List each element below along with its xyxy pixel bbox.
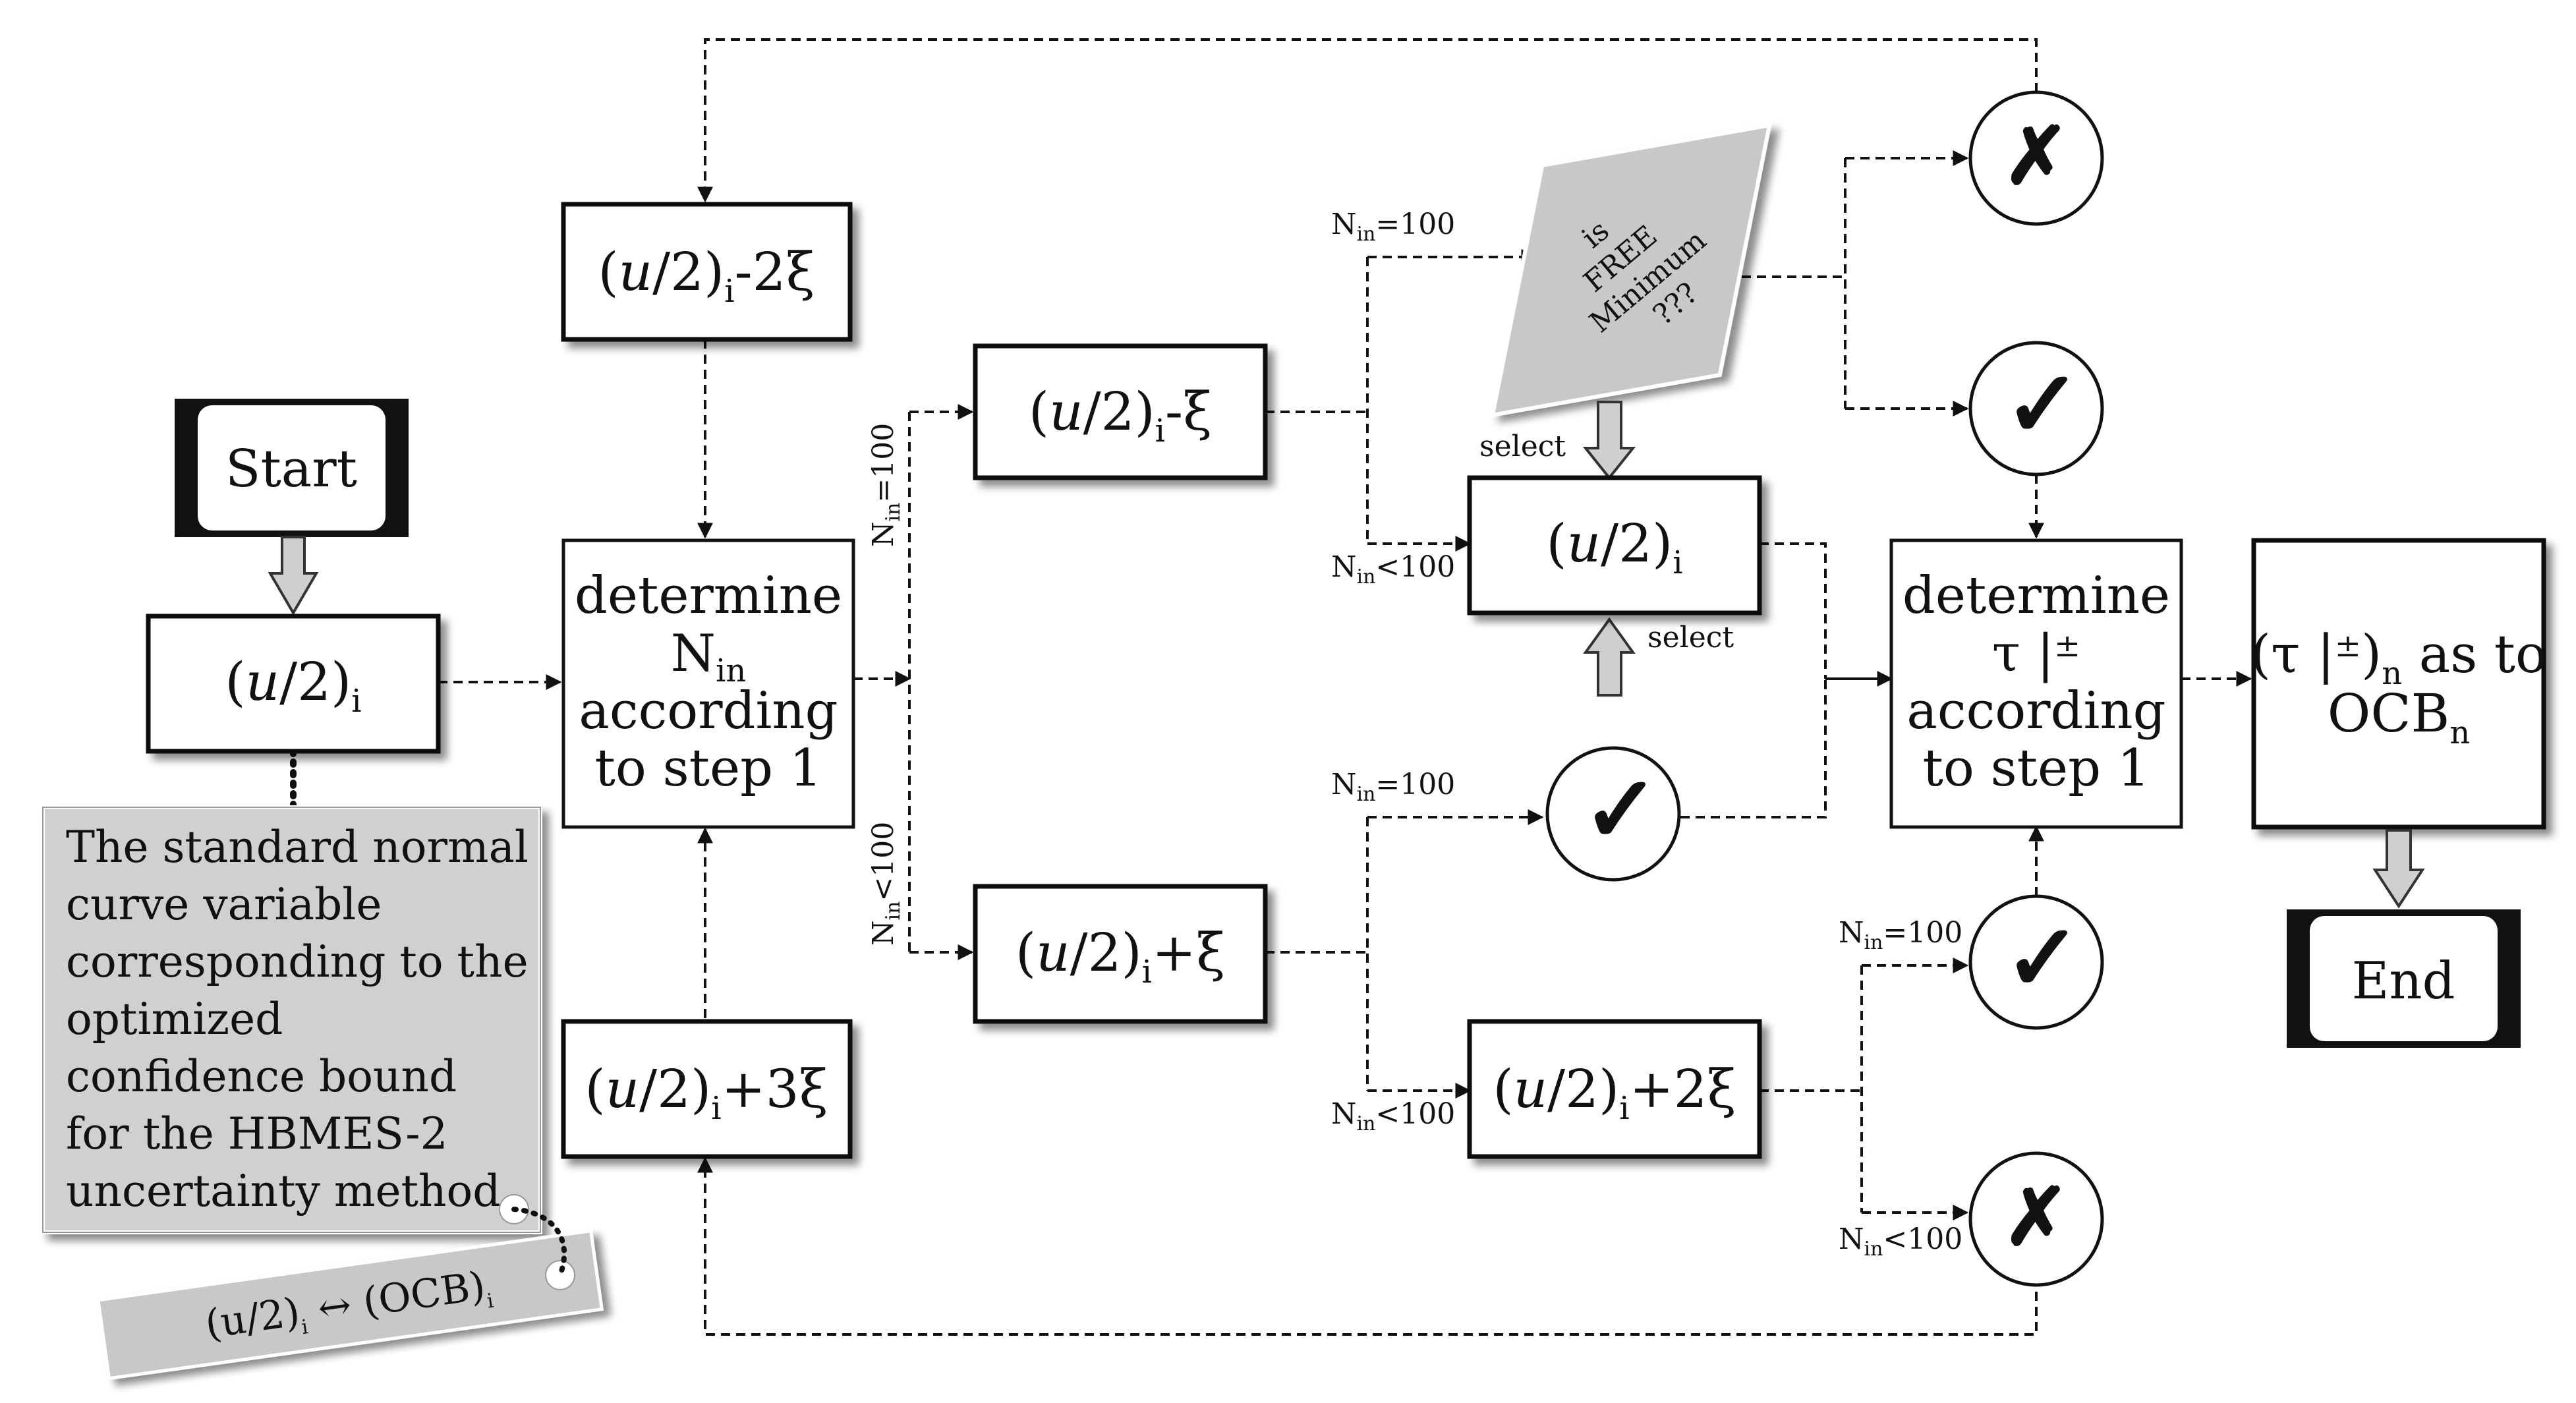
determine-nin-box[interactable]: determine Nin according to step 1	[561, 538, 855, 829]
determine-nin-line2: Nin	[671, 624, 747, 689]
determine-tau-line4: to step 1	[1923, 739, 2150, 798]
cond-plus-xi-eq: Nin=100	[1331, 768, 1455, 806]
cross-bottom: ✗	[1968, 1151, 2104, 1287]
decision-free-minimum[interactable]: is FREE Minimum ???	[1451, 123, 1810, 418]
box-plus-xi-label: (u/2)i+ξ	[1016, 922, 1225, 990]
determine-tau-line3: according	[1906, 681, 2165, 741]
pin-dot-2	[545, 1260, 575, 1290]
box-plus-3xi-label: (u/2)i+3ξ	[585, 1058, 828, 1127]
determine-tau-line2: τ |±	[1992, 624, 2080, 683]
note-line-6: for the HBMES-2	[66, 1108, 448, 1159]
u2-initial-label: (u/2)i	[225, 651, 361, 720]
u2-initial-box[interactable]: (u/2)i	[146, 614, 441, 754]
cross-top-icon: ✗	[2003, 109, 2070, 202]
cond-minus-xi-lt: Nin<100	[1331, 550, 1455, 588]
cond-split-bottom: Nin<100	[867, 822, 905, 946]
check-top-icon: ✓	[2004, 351, 2081, 459]
start-down-arrow	[268, 536, 319, 616]
determine-tau-box[interactable]: determine τ |± according to step 1	[1889, 538, 2183, 829]
cross-top: ✗	[1968, 90, 2104, 226]
check-bottom: ✓	[1968, 894, 2104, 1030]
note-box: The standard normal curve variable corre…	[41, 805, 542, 1234]
mapping-label: (u/2)i ↔ (OCB)i	[96, 1228, 604, 1381]
end-label: End	[2351, 952, 2455, 1011]
note-line-4: optimized	[66, 994, 283, 1045]
box-plus-2xi-label: (u/2)i+2ξ	[1493, 1058, 1736, 1127]
result-box[interactable]: (τ |±)n as to OCBn	[2250, 538, 2547, 830]
cond-plus-2xi-lt: Nin<100	[1839, 1222, 1962, 1261]
start-label: Start	[225, 440, 357, 499]
box-minus-xi[interactable]: (u/2)i-ξ	[973, 343, 1268, 480]
check-bottom-icon: ✓	[2004, 904, 2081, 1012]
note-line-2: curve variable	[66, 879, 382, 930]
note-line-1: The standard normal	[66, 822, 529, 873]
cond-plus-2xi-eq: Nin=100	[1839, 916, 1962, 954]
determine-tau-line1: determine	[1903, 566, 2170, 625]
cond-plus-xi-lt: Nin<100	[1331, 1097, 1455, 1135]
start-terminal[interactable]: Start	[175, 399, 409, 537]
result-line1: (τ |±)n as to	[2250, 623, 2547, 692]
note-line-5: confidence bound	[66, 1051, 457, 1102]
box-minus-xi-label: (u/2)i-ξ	[1029, 381, 1212, 449]
result-line2: OCBn	[2328, 683, 2471, 751]
select-up-arrow	[1583, 617, 1636, 697]
end-terminal[interactable]: End	[2287, 909, 2521, 1048]
determine-nin-line4: to step 1	[595, 739, 822, 798]
determine-nin-line3: according	[579, 681, 838, 741]
select-bottom-label: select	[1647, 621, 1734, 654]
select-down-arrow	[1582, 401, 1636, 480]
check-middle: ✓	[1545, 746, 1681, 882]
determine-nin-line1: determine	[575, 566, 842, 625]
check-top: ✓	[1968, 341, 2104, 476]
cond-minus-xi-eq: Nin=100	[1331, 208, 1455, 246]
note-line-3: corresponding to the	[66, 936, 529, 987]
check-middle-icon: ✓	[1582, 756, 1659, 864]
end-down-arrow	[2372, 829, 2425, 909]
box-minus-2xi[interactable]: (u/2)i-2ξ	[561, 202, 853, 342]
note-line-7: uncertainty method	[66, 1166, 501, 1217]
pin-curve	[511, 1207, 567, 1278]
select-top-label: select	[1479, 430, 1566, 463]
u2-selected-label: (u/2)i	[1546, 513, 1682, 581]
box-minus-2xi-label: (u/2)i-2ξ	[598, 241, 815, 310]
box-plus-3xi[interactable]: (u/2)i+3ξ	[561, 1019, 853, 1159]
cond-split-top: Nin=100	[867, 423, 905, 547]
box-plus-2xi[interactable]: (u/2)i+2ξ	[1467, 1019, 1762, 1159]
box-plus-xi[interactable]: (u/2)i+ξ	[973, 884, 1268, 1024]
connectors	[290, 38, 2252, 1336]
u2-selected-box[interactable]: (u/2)i	[1467, 475, 1762, 616]
cross-bottom-icon: ✗	[2003, 1170, 2070, 1263]
